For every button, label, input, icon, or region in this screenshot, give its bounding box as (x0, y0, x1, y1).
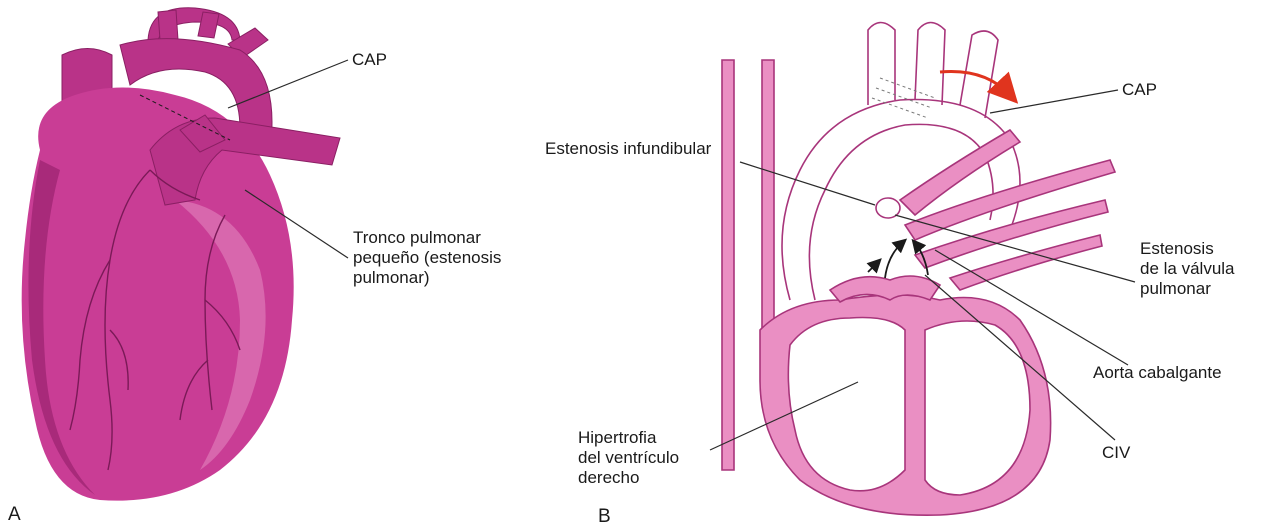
label-estenosis-valvula-line1: Estenosis (1140, 239, 1214, 258)
label-civ: CIV (1102, 443, 1131, 462)
label-estenosis-valvula-line3: pulmonar (1140, 279, 1211, 298)
panel-label-b: B (598, 506, 611, 527)
label-aorta-cabalgante: Aorta cabalgante (1093, 363, 1222, 382)
ductus-dashed-b3 (872, 98, 928, 118)
ductus-dashed-b1 (880, 78, 935, 98)
label-estenosis-valvula-line2: de la válvula (1140, 259, 1235, 278)
label-estenosis-infundibular: Estenosis infundibular (545, 139, 712, 158)
flow-arrow-2 (885, 242, 903, 278)
label-hipertrofia-line3: derecho (578, 468, 639, 487)
label-tronco-pulmonar-line2: pequeño (estenosis (353, 248, 501, 267)
flow-arrow-1 (868, 262, 878, 272)
label-cap-a: CAP (352, 50, 387, 69)
panel-label-a: A (8, 504, 21, 525)
panel-b-section-illustration (722, 23, 1115, 516)
label-hipertrofia-line1: Hipertrofia (578, 428, 657, 447)
leader-estenosis-infundibular (740, 162, 875, 205)
flow-arrow-red (940, 71, 1010, 95)
arch-branch-1 (868, 23, 895, 106)
label-hipertrofia-line2: del ventrículo (578, 448, 679, 467)
ductus-dashed-b2 (876, 88, 932, 108)
label-tronco-pulmonar-line1: Tronco pulmonar (353, 228, 481, 247)
svc-wall-right (762, 60, 774, 330)
brachiocephalic-artery (158, 10, 178, 40)
svc-wall-left (722, 60, 734, 470)
label-tronco-pulmonar-line3: pulmonar) (353, 268, 430, 287)
infundibulum (830, 276, 940, 302)
label-cap-b: CAP (1122, 80, 1157, 99)
